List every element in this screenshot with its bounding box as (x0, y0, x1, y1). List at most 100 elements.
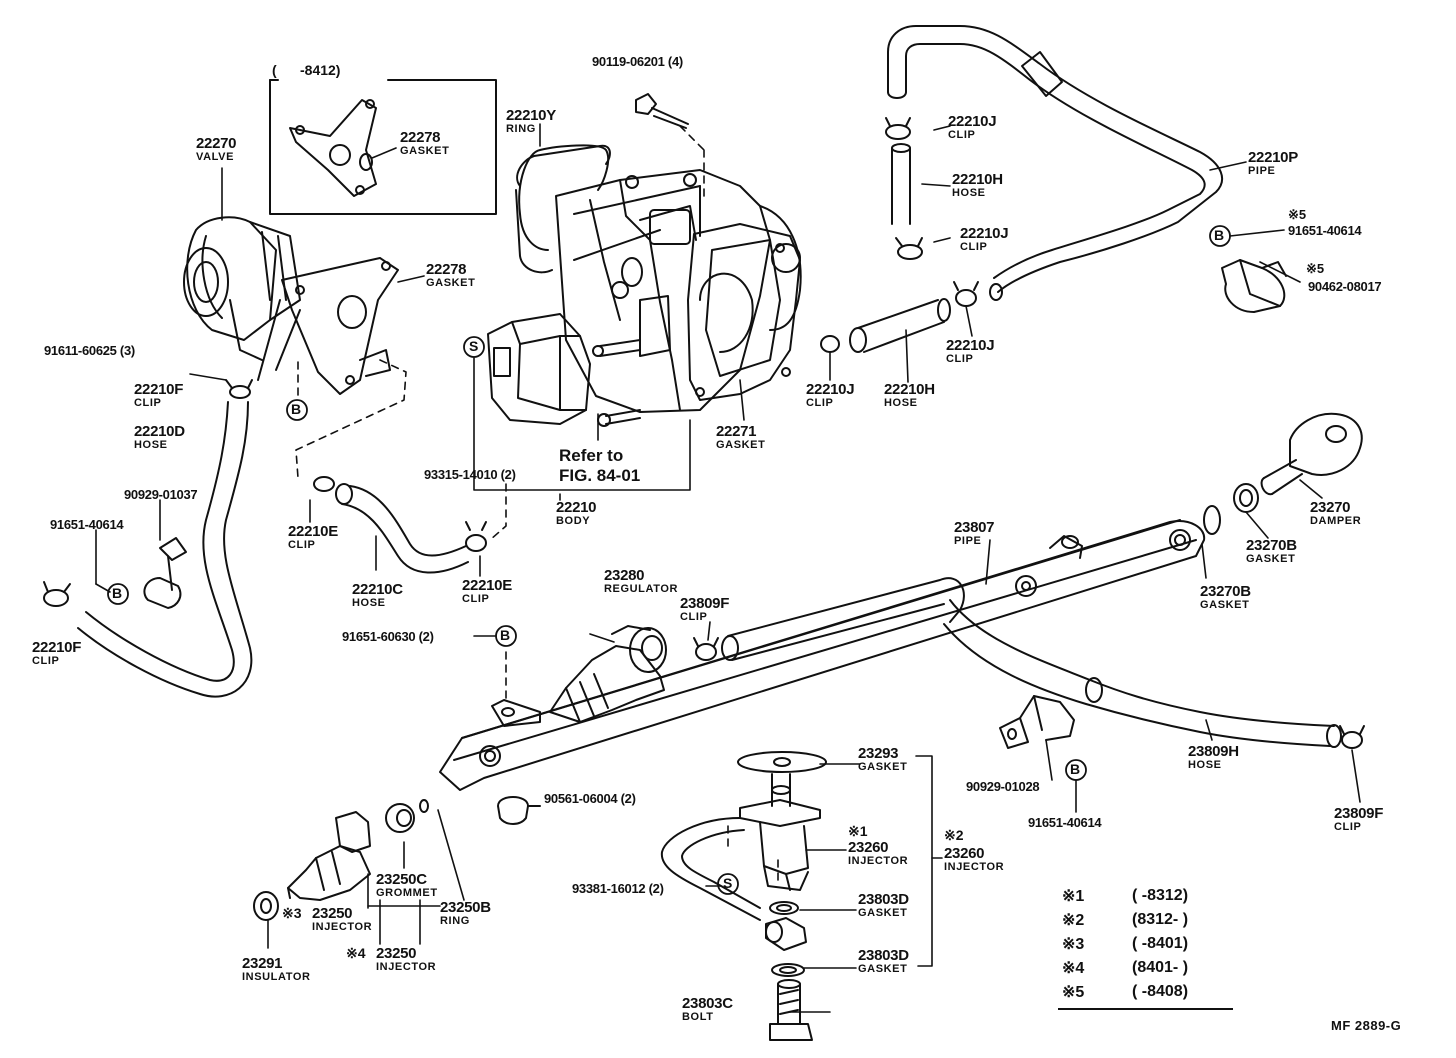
legend-divider (1058, 1008, 1233, 1010)
gasket-22271 (687, 223, 801, 401)
mark-5: ※5 (1288, 207, 1307, 222)
valve-22270 (183, 216, 301, 381)
legend-row: ※4(8401- ) (1062, 959, 1189, 977)
leaders-bottom-left (95, 123, 1361, 949)
body-brackets (473, 357, 745, 501)
legend-row: ※2(8312- ) (1062, 911, 1189, 929)
part-label: 90119-06201 (4) (592, 54, 683, 69)
part-label: 91651-40614 (1288, 223, 1362, 238)
circled-markers (107, 225, 1231, 895)
bracket-90929-01028 (999, 695, 1075, 749)
mark-2: ※2 (944, 827, 964, 843)
part-label: 93315-14010 (2) (424, 467, 516, 482)
part-label: 90561-06004 (2) (544, 791, 636, 806)
sensor-box (487, 313, 591, 425)
cold-start-injector-23260 (660, 751, 827, 1041)
legend-row: ※3( -8401) (1062, 935, 1189, 953)
damper-23270 (1203, 412, 1363, 535)
part-label: 91651-60630 (2) (342, 629, 434, 644)
diagram-code: MF 2889-G (1331, 1018, 1402, 1033)
marker-s: S (469, 338, 479, 354)
hoses-right-of-body (820, 281, 1003, 353)
hose-22210C (313, 476, 487, 574)
marker-b: B (112, 585, 123, 601)
regulator-23280 (549, 625, 667, 723)
mark-1: ※1 (848, 823, 868, 839)
part-label: 90929-01037 (124, 487, 198, 502)
marker-b: B (1214, 227, 1225, 243)
legend-row: ※5( -8408) (1062, 983, 1189, 1001)
marker-s: S (723, 875, 733, 891)
legend-row: ※1( -8312) (1062, 887, 1189, 905)
part-label: 91651-40614 (50, 517, 124, 532)
marker-b: B (291, 401, 302, 417)
ring-22210Y (518, 144, 610, 251)
mark-4: ※4 (346, 945, 366, 961)
part-label: 91651-40614 (1028, 815, 1102, 830)
gasket-22278-mid (281, 257, 399, 395)
fuel-rail-23807 (439, 519, 1206, 791)
marker-b: B (1070, 761, 1081, 777)
inset-range-label: ( -8412) (272, 62, 341, 78)
pipe-22210P (887, 25, 1224, 293)
part-label: 90929-01028 (966, 779, 1040, 794)
applicability-legend: ※1( -8312) ※2(8312- ) ※3( -8401) ※4(8401… (1062, 884, 1242, 1004)
refer-note: Refer to FIG. 84-01 (559, 446, 641, 485)
plug-90561 (497, 796, 541, 825)
bolts (592, 93, 689, 427)
dashed-leaders (295, 125, 779, 881)
part-label: 93381-16012 (2) (572, 881, 664, 896)
mark-5: ※5 (1306, 261, 1325, 276)
hose-23809H (693, 577, 1365, 749)
part-label: 90462-08017 (1308, 279, 1382, 294)
clamp-right (1221, 259, 1287, 313)
clips-left (43, 379, 253, 609)
mark-3: ※3 (282, 905, 302, 921)
throttle-body-22210 (515, 144, 802, 413)
marker-b: B (500, 627, 511, 643)
hose-22210D (77, 401, 253, 698)
inset-gasket-box (269, 79, 497, 215)
hose-22210H-upper (885, 117, 923, 260)
part-label: 91611-60625 (3) (44, 343, 135, 358)
injector-23250 (253, 799, 429, 921)
